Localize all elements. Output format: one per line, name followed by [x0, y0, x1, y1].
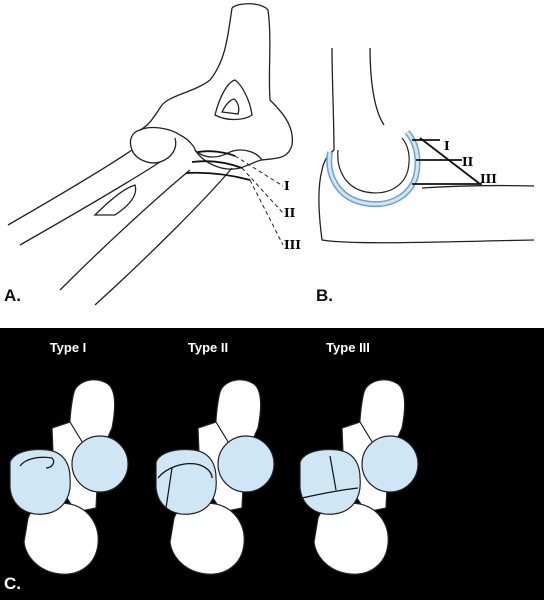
panel-b-level-i: I	[444, 139, 450, 153]
panel-c-fracture-types: Type I Type II Type III	[0, 328, 544, 600]
panel-a-level-iii: III	[284, 238, 301, 252]
panel-c-label: C.	[4, 574, 21, 593]
panel-a-level-ii: II	[284, 206, 296, 220]
panel-b-level-ii: II	[462, 155, 474, 169]
type-1-title: Type I	[49, 340, 87, 355]
panel-a-level-i: I	[284, 179, 290, 193]
type-3-title: Type III	[326, 340, 370, 355]
panel-b-level-iii: III	[480, 172, 497, 186]
panel-b-label: B.	[316, 286, 333, 305]
type-1-drawing	[9, 379, 129, 575]
panel-a-illustration: I II III	[7, 3, 301, 306]
panel-c-illustration	[9, 379, 419, 575]
panel-b-illustration: I II III	[318, 47, 535, 244]
type-2-drawing	[155, 379, 275, 575]
panel-a-forearm-elbow-drawing: I II III A.	[0, 0, 310, 310]
type-2-title: Type II	[187, 340, 229, 355]
type-3-drawing	[299, 379, 419, 575]
panel-a-label: A.	[4, 286, 21, 305]
panel-b-lateral-elbow-drawing: I II III B.	[312, 0, 544, 310]
